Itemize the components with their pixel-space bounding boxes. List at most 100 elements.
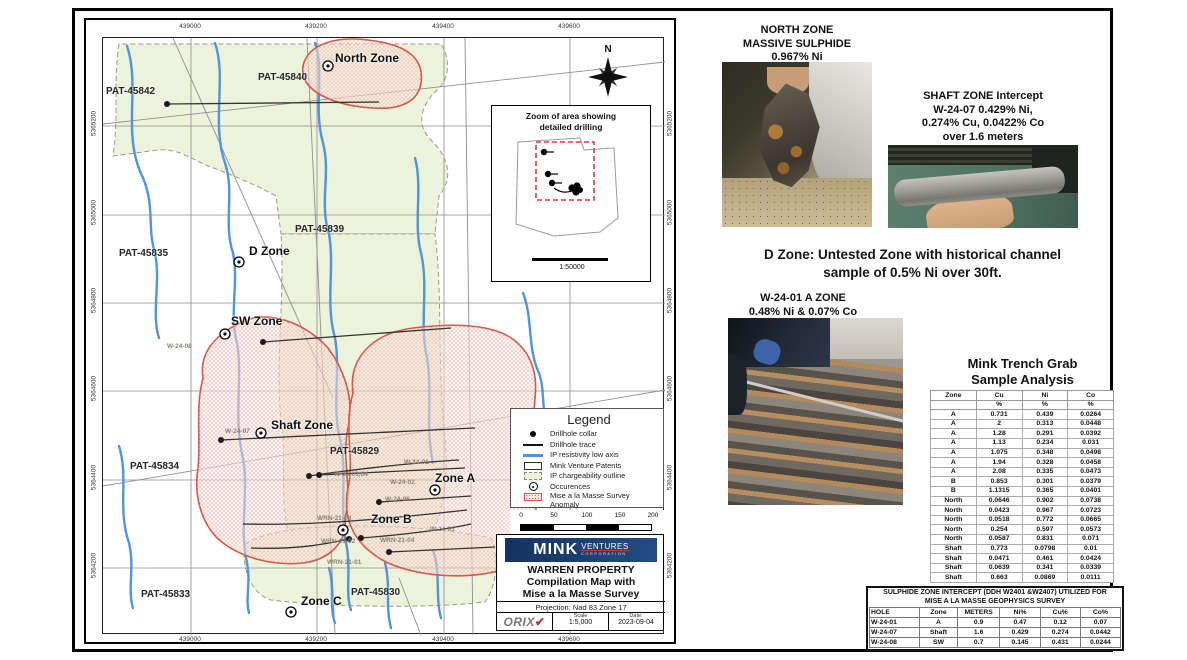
core-boxes-photo: [728, 318, 903, 505]
coord-right: 5365000: [666, 199, 674, 226]
photo-truckbed-area: [888, 145, 1078, 165]
table-cell: North: [930, 505, 977, 516]
table-cell: 0.01: [1067, 543, 1114, 555]
coord-right: 5364200: [666, 552, 674, 579]
drillhole-collar-icon: [521, 429, 545, 439]
date-cell: Date: 2023-09-04: [618, 613, 654, 626]
table-cell: North: [930, 524, 977, 535]
patent-label: PAT-45839: [295, 224, 345, 235]
table-cell: 0.831: [1021, 533, 1069, 545]
table-cell: North: [930, 514, 977, 526]
zone-label-c: Zone C: [301, 594, 342, 608]
occurrence-dots: [223, 64, 437, 614]
zone-label-shaft: Shaft Zone: [271, 418, 333, 432]
zone-label-north: North Zone: [335, 51, 399, 65]
shaft-zone-photo: [888, 145, 1078, 228]
coord-left: 5364200: [90, 552, 98, 579]
drillhole-traces: [166, 101, 496, 553]
table-cell: 2.08: [975, 466, 1023, 478]
scalebar-tick: 100: [581, 512, 593, 519]
legend-label: Drillhole trace: [550, 439, 596, 449]
inset-scale-bar: [532, 258, 608, 261]
drill-label: W-24-08: [167, 343, 192, 350]
coord-bottom: 439400: [432, 636, 454, 643]
map-drawing: [103, 38, 665, 635]
core-photo-caption: W-24-01 A ZONE 0.48% Ni & 0.07% Co: [748, 292, 858, 318]
table-cell: SW: [919, 637, 958, 648]
table-cell: 0.663: [975, 572, 1023, 583]
drill-label: WRN-21-01: [327, 559, 362, 566]
drillhole-collars: [164, 101, 392, 555]
table-cell: A: [930, 409, 977, 420]
drill-label: W-24-02: [390, 479, 415, 486]
table-cell: 0.071: [1067, 533, 1114, 545]
drill-label: WRN-21-04: [380, 537, 415, 544]
table-cell: A: [930, 466, 977, 478]
table-cell: Shaft: [930, 562, 977, 574]
zone-label-a: Zone A: [435, 471, 476, 485]
table-cell: 0.0111: [1067, 572, 1114, 583]
column-header: Zone: [930, 390, 977, 401]
compass-rose-icon: [588, 57, 628, 97]
table-cell: 0.0458: [1067, 457, 1114, 468]
table-cell: A: [919, 617, 958, 628]
table-cell: A: [930, 437, 977, 449]
photo-dark-jacket-area: [728, 318, 830, 367]
legend-label: IP resistivity low axis: [550, 450, 619, 459]
legend-label: IP chargeability outline: [550, 471, 626, 480]
intercept-title-line2: MISE A LA MASSE GEOPHYSICS SURVEY: [924, 597, 1066, 605]
map-canvas: North Zone D Zone SW Zone Shaft Zone Zon…: [102, 37, 665, 635]
patent-label: PAT-45829: [330, 446, 380, 457]
coord-right: 5364400: [666, 464, 674, 491]
table-cell: 0.348: [1021, 447, 1069, 459]
map-sheet: 439000 439200 439400 439600 439000 43920…: [84, 18, 676, 644]
photo-wall-area: [829, 318, 903, 360]
column-header: METERS: [956, 607, 1001, 618]
table-cell: 0.0244: [1079, 637, 1122, 648]
inset-detail-extent: [535, 141, 595, 201]
table-cell: 0.9: [956, 617, 1001, 628]
table-cell: 1.28: [975, 428, 1023, 439]
legend-item: IP chargeability outline: [521, 471, 657, 482]
table-cell: 0.341: [1021, 562, 1069, 574]
table-cell: 0.335: [1021, 466, 1069, 478]
table-cell: 0.0442: [1079, 627, 1122, 638]
table-cell: 0.0646: [975, 495, 1023, 507]
coord-bottom: 439200: [305, 636, 327, 643]
drill-label: WRN-21-03: [317, 515, 352, 522]
table-cell: 0.12: [1039, 617, 1081, 628]
coord-left: 5365000: [90, 199, 98, 226]
logo-text-sub2: CORPORATION: [581, 549, 629, 556]
coord-right: 5365200: [666, 110, 674, 137]
table-cell: 0.0518: [975, 514, 1023, 526]
drill-label: W-24-03,04: [334, 471, 368, 478]
table-cell: 0.0264: [1067, 409, 1114, 420]
coord-left: 5364600: [90, 375, 98, 402]
shaft-zone-caption: SHAFT ZONE Intercept W-24-07 0.429% Ni, …: [921, 90, 1045, 143]
table-cell: A: [930, 457, 977, 468]
drill-label: WRN-21-02: [321, 538, 356, 545]
chargeability-icon: [521, 471, 545, 481]
projection-note: Projection: Nad 83 Zone 17: [497, 601, 665, 613]
map-title-block: MINK VENTURES CORPORATION WARREN PROPERT…: [496, 534, 665, 631]
scalebar-tick: 200: [647, 512, 659, 519]
table-cell: 0.7: [956, 637, 1001, 648]
table-cell: 0.902: [1021, 495, 1069, 507]
table-cell: 0.772: [1021, 514, 1069, 526]
coord-bottom: 439600: [558, 636, 580, 643]
coord-bottom: 439000: [179, 636, 201, 643]
coord-top: 439200: [305, 23, 327, 30]
inset-title: Zoom of area showing detailed drilling: [525, 111, 617, 132]
